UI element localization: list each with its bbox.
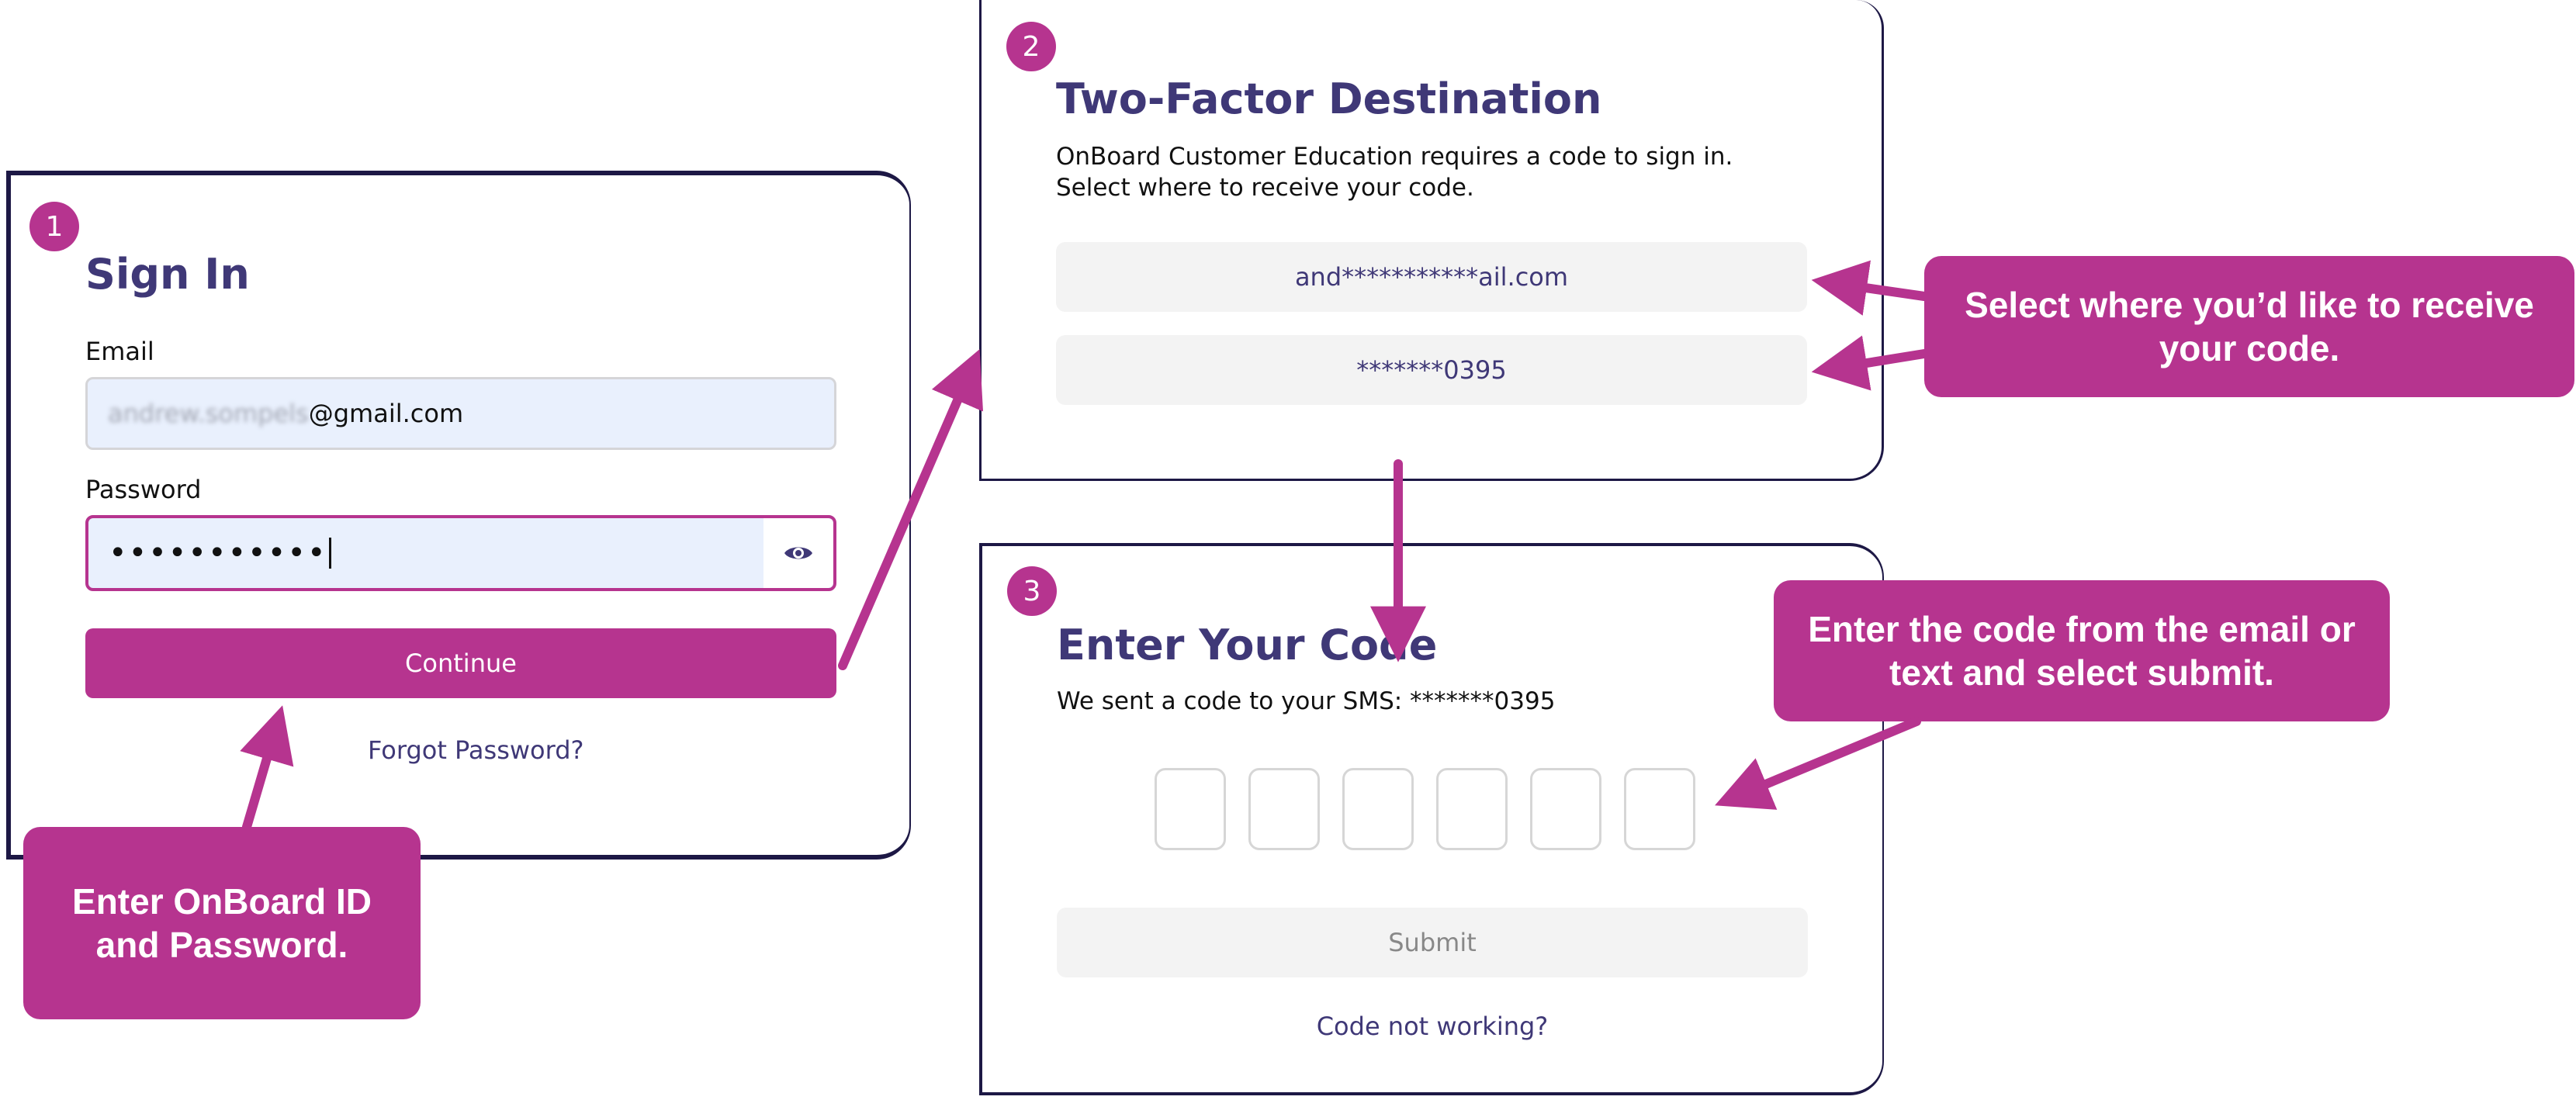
email-blurred-text: andrew.sompels xyxy=(108,399,309,428)
code-digit-input[interactable] xyxy=(1155,768,1226,850)
password-field[interactable]: ••••••••••• xyxy=(85,515,836,591)
code-digit-input[interactable] xyxy=(1342,768,1414,850)
enter-code-description: We sent a code to your SMS: *******0395 xyxy=(1057,687,1556,715)
enter-code-card: 3 Enter Your Code We sent a code to your… xyxy=(979,543,1884,1095)
step-badge-2: 2 xyxy=(1006,22,1056,71)
callout-sign-in: Enter OnBoard ID and Password. xyxy=(23,827,421,1019)
show-password-toggle[interactable] xyxy=(763,518,833,588)
email-field[interactable]: andrew.sompels@gmail.com xyxy=(85,377,836,450)
password-label: Password xyxy=(85,475,202,504)
password-masked-text: ••••••••••• xyxy=(109,535,327,571)
destination-option-sms[interactable]: *******0395 xyxy=(1056,335,1807,405)
enter-code-title: Enter Your Code xyxy=(1057,621,1438,669)
two-factor-title: Two-Factor Destination xyxy=(1056,74,1602,123)
forgot-password-link[interactable]: Forgot Password? xyxy=(368,735,584,765)
code-digit-input[interactable] xyxy=(1436,768,1508,850)
continue-button[interactable]: Continue xyxy=(85,628,836,698)
email-domain-text: @gmail.com xyxy=(308,399,464,428)
step-badge-1: 1 xyxy=(29,202,79,251)
two-factor-card: 2 Two-Factor Destination OnBoard Custome… xyxy=(979,0,1884,481)
text-caret xyxy=(328,538,331,569)
email-label: Email xyxy=(85,337,154,366)
two-factor-description: OnBoard Customer Education requires a co… xyxy=(1056,143,1733,202)
code-digit-input[interactable] xyxy=(1624,768,1695,850)
sign-in-card: 1 Sign In Email andrew.sompels@gmail.com… xyxy=(6,171,911,860)
callout-destination: Select where you’d like to receive your … xyxy=(1924,256,2574,397)
code-not-working-link[interactable]: Code not working? xyxy=(1316,1012,1549,1041)
code-digit-input[interactable] xyxy=(1248,768,1320,850)
destination-option-email[interactable]: and***********ail.com xyxy=(1056,242,1807,312)
submit-button[interactable]: Submit xyxy=(1057,908,1808,977)
eye-icon xyxy=(784,547,812,559)
step-badge-3: 3 xyxy=(1007,566,1057,616)
sign-in-title: Sign In xyxy=(85,250,250,299)
code-digit-input[interactable] xyxy=(1530,768,1601,850)
callout-code: Enter the code from the email or text an… xyxy=(1774,580,2390,721)
